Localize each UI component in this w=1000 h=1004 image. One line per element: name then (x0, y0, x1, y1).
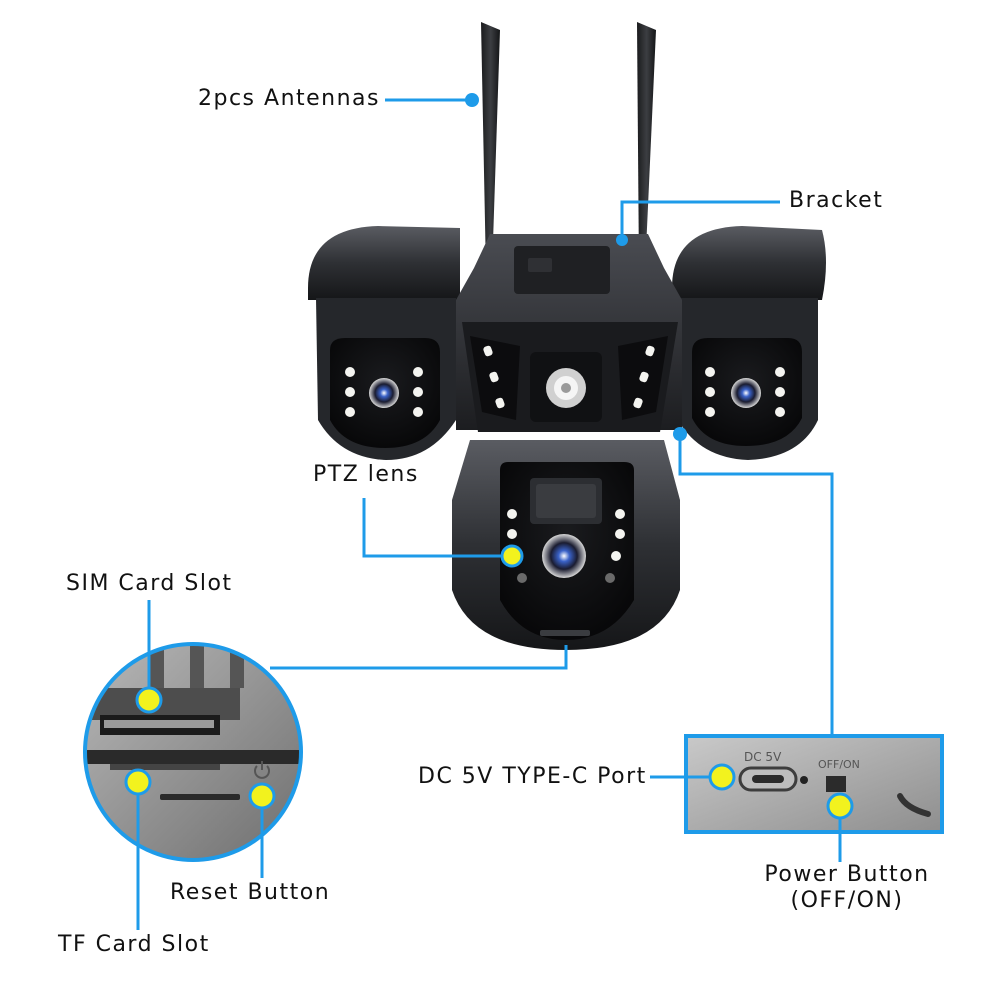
slot-closeup (83, 642, 303, 862)
right-camera-dome (672, 226, 826, 460)
label-power-button: Power Button (OFF/ON) (752, 864, 942, 912)
label-antennas: 2pcs Antennas (198, 86, 380, 111)
antenna-right (637, 22, 656, 272)
label-sim-slot: SIM Card Slot (66, 571, 233, 596)
panel-dc5v-text: DC 5V (744, 750, 782, 764)
label-dc-port: DC 5V TYPE-C Port (418, 764, 647, 789)
reset-power-icon (254, 761, 270, 779)
label-power-button-line1: Power Button (764, 862, 930, 887)
panel-offon-text: OFF/ON (818, 758, 860, 771)
label-reset-button: Reset Button (170, 880, 331, 905)
label-power-button-line2: (OFF/ON) (790, 888, 904, 913)
central-camera-body (456, 234, 682, 432)
left-camera-dome (308, 226, 460, 460)
ptz-camera (452, 440, 680, 650)
callout-dots (465, 93, 687, 441)
callout-lines (136, 98, 842, 930)
label-bracket: Bracket (789, 188, 884, 213)
yellow-markers (124, 544, 854, 820)
label-tf-slot: TF Card Slot (58, 932, 210, 957)
antenna-left (481, 22, 500, 272)
label-ptz-lens: PTZ lens (313, 462, 419, 487)
